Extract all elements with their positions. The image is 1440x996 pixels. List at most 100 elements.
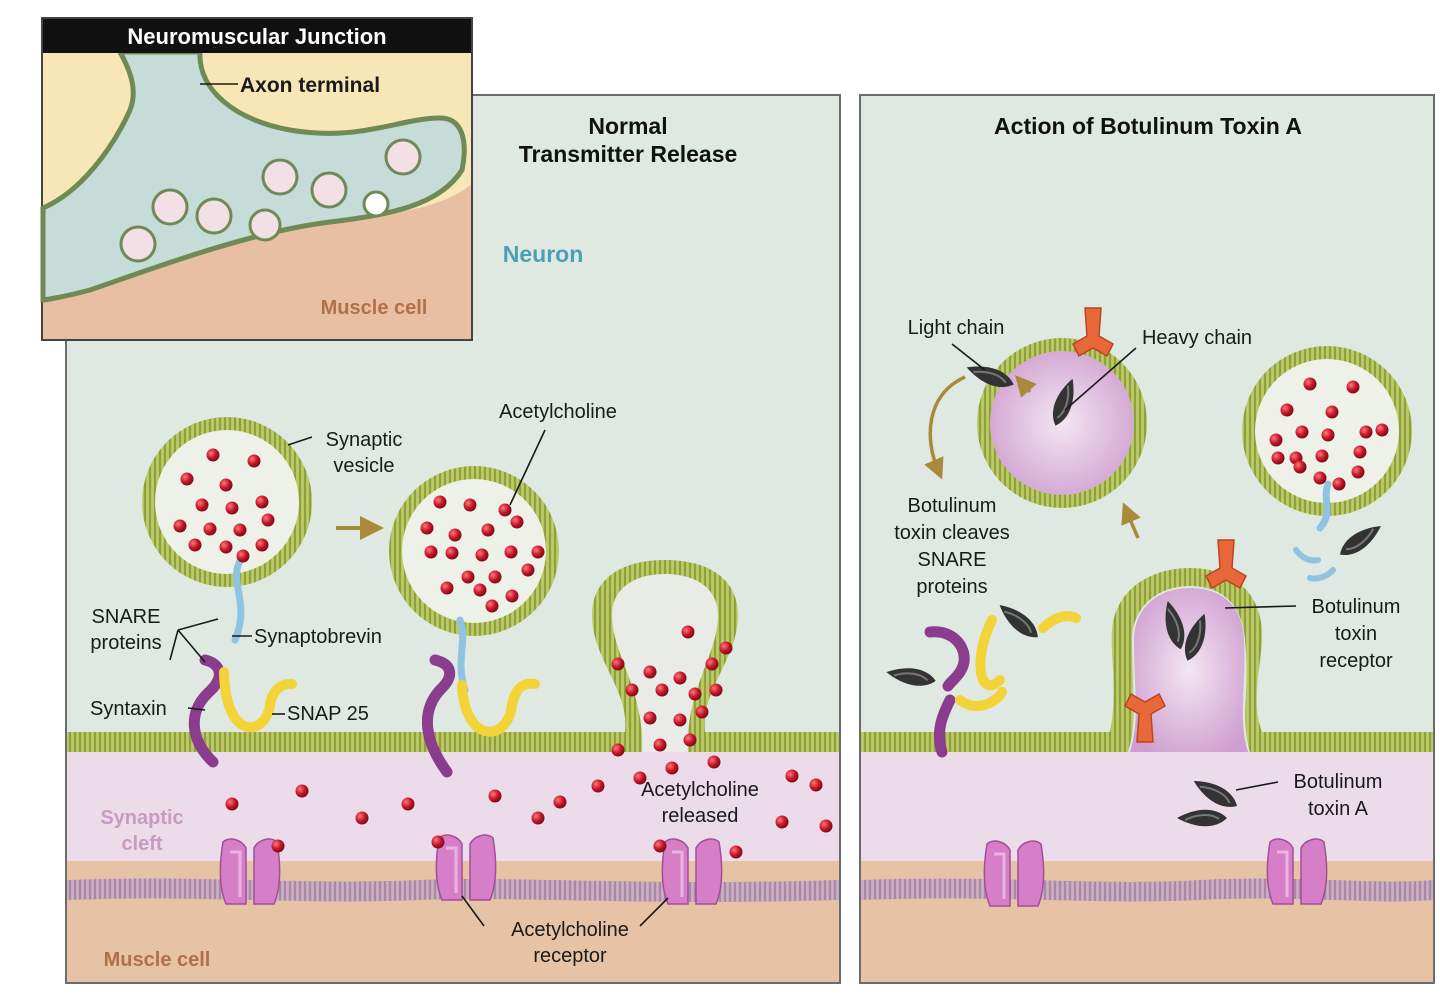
snare-label-line1: SNARE — [92, 606, 161, 628]
acetylcholine-dot — [1303, 377, 1317, 391]
acetylcholine-dot — [688, 687, 702, 701]
acetylcholine-dot — [271, 839, 285, 853]
acetylcholine-dot — [445, 546, 459, 560]
acetylcholine-dot — [498, 503, 512, 517]
receptor-label-line2: receptor — [533, 945, 607, 967]
acetylcholine-dot — [819, 819, 833, 833]
acetylcholine-dot — [521, 563, 535, 577]
acetylcholine-dot — [719, 641, 733, 655]
acetylcholine-dot — [505, 589, 519, 603]
acetylcholine-dot — [643, 665, 657, 679]
acetylcholine-dot — [1293, 460, 1307, 474]
acetylcholine-dot — [488, 789, 502, 803]
synaptobrevin-strand — [231, 552, 247, 644]
acetylcholine-dot — [681, 625, 695, 639]
cleft-label-line1: Synaptic — [100, 807, 183, 829]
acetylcholine-label: Acetylcholine — [499, 401, 617, 423]
acetylcholine-dot — [433, 495, 447, 509]
acetylcholine-dot — [1269, 433, 1283, 447]
synaptic-vesicle-1 — [142, 417, 312, 587]
acetylcholine-dot — [188, 538, 202, 552]
snare-complex-2 — [421, 616, 540, 778]
acetylcholine-dot — [655, 683, 669, 697]
acetylcholine-dot — [643, 711, 657, 725]
acetylcholine-dot — [481, 523, 495, 537]
acetylcholine-dot — [173, 519, 187, 533]
acetylcholine-dot — [611, 657, 625, 671]
normal-title-line1: Normal — [588, 113, 667, 139]
acetylcholine-dot — [775, 815, 789, 829]
acetylcholine-molecules-toxin — [1269, 377, 1389, 491]
toxin-vesicle — [977, 338, 1147, 508]
acetylcholine-dot — [633, 771, 647, 785]
acetylcholine-dot — [611, 743, 625, 757]
synaptic-vesicle-label-line2: vesicle — [333, 455, 394, 477]
acetylcholine-dot — [665, 761, 679, 775]
acetylcholine-dot — [295, 784, 309, 798]
acetylcholine-dot — [504, 545, 518, 559]
snare-label-line2: proteins — [90, 632, 161, 654]
acetylcholine-dot — [219, 478, 233, 492]
cleaves-label-line3: SNARE — [918, 549, 987, 571]
cleaved-snare-fragments — [924, 480, 1336, 758]
toxin-receptor-label-line1: Botulinum — [1312, 596, 1401, 618]
inset-muscle-area — [43, 185, 471, 339]
acetylcholine-dot — [225, 797, 239, 811]
snap25-label: SNAP 25 — [287, 703, 369, 725]
inset-title: Neuromuscular Junction — [127, 24, 386, 49]
toxin-a-label-line2: toxin A — [1308, 798, 1369, 820]
acetylcholine-dot — [729, 845, 743, 859]
inset-muscle-label: Muscle cell — [321, 297, 428, 319]
acetylcholine-dot — [531, 811, 545, 825]
synaptobrevin-label: Synaptobrevin — [254, 626, 382, 648]
heavy-chain-label: Heavy chain — [1142, 327, 1252, 349]
cleaves-label-line2: toxin cleaves — [894, 522, 1010, 544]
acetylcholine-dot — [401, 797, 415, 811]
acetylcholine-dot — [653, 839, 667, 853]
acetylcholine-dot — [233, 523, 247, 537]
normal-title-line2: Transmitter Release — [519, 141, 738, 167]
cleaves-label-line1: Botulinum — [908, 495, 997, 517]
acetylcholine-dot — [1315, 449, 1329, 463]
acetylcholine-dot — [247, 454, 261, 468]
inset-vesicles — [119, 138, 422, 263]
acetylcholine-dot — [1359, 425, 1373, 439]
acetylcholine-dot — [225, 501, 239, 515]
acetylcholine-dot — [355, 811, 369, 825]
acetylcholine-dot — [420, 521, 434, 535]
acetylcholine-dot — [1375, 423, 1389, 437]
acetylcholine-dot — [1271, 451, 1285, 465]
acetylcholine-dot — [255, 495, 269, 509]
acetylcholine-dot — [1295, 425, 1309, 439]
inset-axon-label: Axon terminal — [240, 74, 380, 97]
acetylcholine-dot — [1313, 471, 1327, 485]
acetylcholine-dot — [1353, 445, 1367, 459]
cleaves-label-line4: proteins — [916, 576, 987, 598]
acetylcholine-dot — [440, 581, 454, 595]
acetylcholine-dot — [236, 549, 250, 563]
acetylcholine-dot — [531, 545, 545, 559]
toxin-receptor-label-line3: receptor — [1319, 650, 1393, 672]
acetylcholine-dot — [553, 795, 567, 809]
acetylcholine-dot — [707, 755, 721, 769]
acetylcholine-dot — [206, 448, 220, 462]
acetylcholine-dot — [219, 540, 233, 554]
acetylcholine-dot — [653, 738, 667, 752]
acetylcholine-dot — [1325, 405, 1339, 419]
muscle-label-bottom: Muscle cell — [104, 949, 211, 971]
acetylcholine-dot — [1280, 403, 1294, 417]
endosome-interior — [1130, 588, 1248, 752]
acetylcholine-dot — [448, 528, 462, 542]
syntaxin-label: Syntaxin — [90, 698, 167, 720]
acetylcholine-dot — [1321, 428, 1335, 442]
acetylcholine-dot — [475, 548, 489, 562]
neuron-label: Neuron — [503, 241, 584, 267]
acetylcholine-dot — [785, 769, 799, 783]
toxin-presynaptic-membrane — [861, 568, 1433, 752]
endocytosis-arrow — [1121, 502, 1141, 539]
acetylcholine-dot — [255, 538, 269, 552]
acetylcholine-dot — [683, 733, 697, 747]
acetylcholine-dot — [485, 599, 499, 613]
acetylcholine-dot — [488, 570, 502, 584]
